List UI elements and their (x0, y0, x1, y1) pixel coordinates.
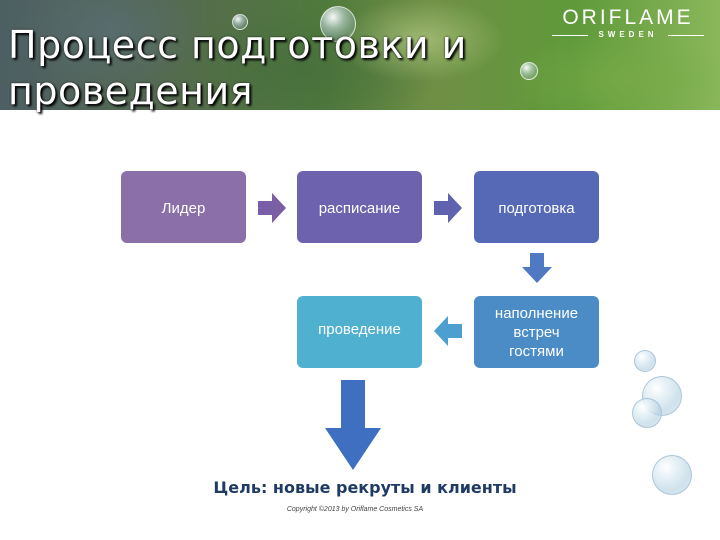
process-step-label: проведение (318, 321, 401, 338)
arrow-down-icon (522, 253, 552, 283)
process-step-label: Лидер (161, 200, 206, 217)
arrow-left-icon (434, 316, 462, 346)
bubble-icon (652, 455, 692, 495)
oriflame-logo: ORIFLAME SWEDEN (548, 6, 708, 46)
slide-title: Процесс подготовки и проведения (8, 23, 467, 113)
bubble-icon (634, 350, 656, 372)
header-bubble-icon (320, 6, 356, 42)
logo-line-right (668, 35, 704, 36)
copyright-text: Copyright ©2013 by Oriflame Cosmetics SA (286, 506, 424, 513)
logo-country: SWEDEN (598, 30, 658, 39)
logo-line-left (552, 35, 588, 36)
logo-brand: ORIFLAME (562, 6, 694, 29)
header-banner: Процесс подготовки и проведения ORIFLAME… (0, 0, 720, 113)
bubble-icon (632, 398, 662, 428)
arrow-down-big-icon (325, 380, 381, 470)
header-bubble-icon (232, 14, 248, 30)
process-step-conducting: проведение (297, 296, 422, 368)
process-step-leader: Лидер (121, 171, 246, 243)
process-step-schedule: расписание (297, 171, 422, 243)
arrow-right-icon (258, 193, 286, 223)
process-step-label: подготовка (498, 200, 575, 217)
arrow-right-icon (434, 193, 462, 223)
header-bubble-icon (520, 62, 538, 80)
process-step-label: расписание (318, 200, 401, 217)
goal-text: Цель: новые рекруты и клиенты (213, 478, 517, 497)
process-step-preparation: подготовка (474, 171, 599, 243)
